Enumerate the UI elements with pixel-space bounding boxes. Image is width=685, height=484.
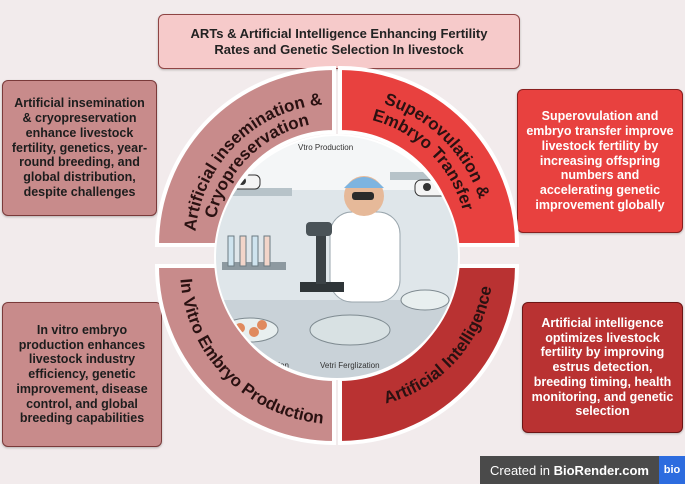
test-tube-rack-icon (222, 235, 286, 270)
image-label-bottom-right: Vetri Ferglization (320, 361, 380, 370)
biorender-logo-icon: bio (659, 456, 685, 484)
biorender-badge[interactable]: Created in BioRender.com bio (480, 456, 685, 484)
lab-illustration: Vtro Production ction Vetri Ferglization (215, 135, 459, 379)
scientist-icon (329, 176, 401, 303)
ai-cryopreservation-description: Artificial insemination & cryopreservati… (2, 80, 157, 216)
badge-brand: BioRender.com (553, 462, 649, 478)
artificial-intelligence-description: Artificial intelligence optimizes livest… (522, 302, 683, 433)
ring-segment-top-right (338, 65, 520, 247)
petri-dishes-icon (221, 289, 450, 346)
superovulation-description: Superovulation and embryo transfer impro… (517, 89, 683, 233)
image-label-top: Vtro Production (298, 143, 353, 152)
badge-prefix: Created in (490, 462, 550, 478)
diagram-title: ARTs & Artificial Intelligence Enhancing… (158, 14, 520, 69)
ivep-description: In vitro embryo production enhances live… (2, 302, 162, 447)
microscope-icon (300, 222, 344, 292)
illustration-frame (214, 134, 460, 380)
